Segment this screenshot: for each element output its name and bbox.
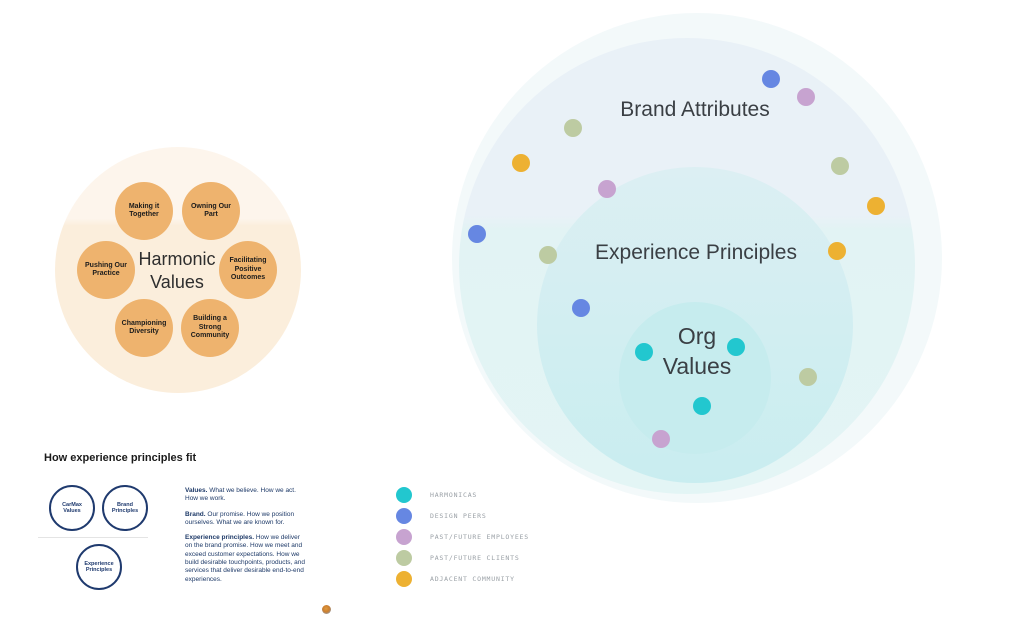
harmonic-value-circle: Owning Our Part bbox=[182, 182, 240, 240]
legend-item-adjacent-community: ADJACENT COMMUNITY bbox=[396, 571, 529, 587]
adjacent-community-swatch-icon bbox=[396, 571, 412, 587]
fit-paragraph-body: What we believe. How we act. How we work… bbox=[185, 487, 296, 503]
fit-panel-text: Values. What we believe. How we act. How… bbox=[185, 487, 307, 591]
past-future-clients-dot bbox=[539, 246, 557, 264]
fit-paragraph-lead: Experience principles. bbox=[185, 534, 256, 542]
fit-paragraph: Experience principles. How we deliver on… bbox=[185, 534, 307, 584]
legend-label: HARMONICAS bbox=[430, 491, 478, 499]
harmonic-values-title: Harmonic Values bbox=[138, 249, 216, 292]
fit-panel-heading: How experience principles fit bbox=[44, 452, 197, 464]
experience-principles-label: Experience Principles bbox=[595, 241, 797, 264]
org-values-circle bbox=[619, 302, 771, 454]
fit-paragraph-body: How we deliver on the brand promise. How… bbox=[185, 534, 305, 583]
design-peers-dot bbox=[468, 225, 486, 243]
design-peers-dot bbox=[762, 70, 780, 88]
fit-paragraph: Values. What we believe. How we act. How… bbox=[185, 487, 307, 504]
harmonic-value-circle: Facilitating Positive Outcomes bbox=[219, 241, 277, 299]
legend-label: PAST/FUTURE EMPLOYEES bbox=[430, 533, 529, 541]
fit-circle: Experience Principles bbox=[76, 544, 122, 590]
fit-paragraph-lead: Values. bbox=[185, 487, 210, 494]
past-future-clients-dot bbox=[831, 157, 849, 175]
past-future-clients-dot bbox=[564, 119, 582, 137]
fit-panel-divider bbox=[38, 537, 148, 538]
adjacent-community-dot bbox=[828, 242, 846, 260]
past-future-employees-swatch-icon bbox=[396, 529, 412, 545]
org-values-label: Org Values bbox=[662, 323, 732, 379]
harmonic-value-circle: Championing Diversity bbox=[115, 299, 173, 357]
globe-icon bbox=[322, 605, 331, 614]
fit-paragraph: Brand. Our promise. How we position ours… bbox=[185, 511, 307, 528]
legend-item-past-future-clients: PAST/FUTURE CLIENTS bbox=[396, 550, 529, 566]
harmonic-value-circle: Making it Together bbox=[115, 182, 173, 240]
design-peers-dot bbox=[572, 299, 590, 317]
adjacent-community-dot bbox=[512, 154, 530, 172]
legend-label: PAST/FUTURE CLIENTS bbox=[430, 554, 520, 562]
past-future-employees-dot bbox=[598, 180, 616, 198]
legend-label: ADJACENT COMMUNITY bbox=[430, 575, 515, 583]
design-peers-swatch-icon bbox=[396, 508, 412, 524]
fit-paragraph-lead: Brand. bbox=[185, 510, 208, 518]
past-future-clients-dot bbox=[799, 368, 817, 386]
legend-item-design-peers: DESIGN PEERS bbox=[396, 508, 529, 524]
harmonicas-dot bbox=[635, 343, 653, 361]
past-future-employees-dot bbox=[797, 88, 815, 106]
adjacent-community-dot bbox=[867, 197, 885, 215]
legend-item-past-future-employees: PAST/FUTURE EMPLOYEES bbox=[396, 529, 529, 545]
harmonic-value-circle: Pushing Our Practice bbox=[77, 241, 135, 299]
fit-paragraph-body: Our promise. How we position ourselves. … bbox=[185, 510, 295, 526]
legend-label: DESIGN PEERS bbox=[430, 512, 487, 520]
legend-item-harmonicas: HARMONICAS bbox=[396, 487, 529, 503]
harmonicas-swatch-icon bbox=[396, 487, 412, 503]
audience-legend: HARMONICAS DESIGN PEERS PAST/FUTURE EMPLOY… bbox=[396, 487, 529, 587]
harmonicas-dot bbox=[693, 397, 711, 415]
past-future-employees-dot bbox=[652, 430, 670, 448]
fit-circle: CarMax Values bbox=[49, 485, 95, 531]
harmonic-value-circle: Building a Strong Community bbox=[181, 299, 239, 357]
fit-circle: Brand Principles bbox=[102, 485, 148, 531]
harmonicas-dot bbox=[727, 338, 745, 356]
past-future-clients-swatch-icon bbox=[396, 550, 412, 566]
brand-attributes-label: Brand Attributes bbox=[620, 98, 770, 121]
